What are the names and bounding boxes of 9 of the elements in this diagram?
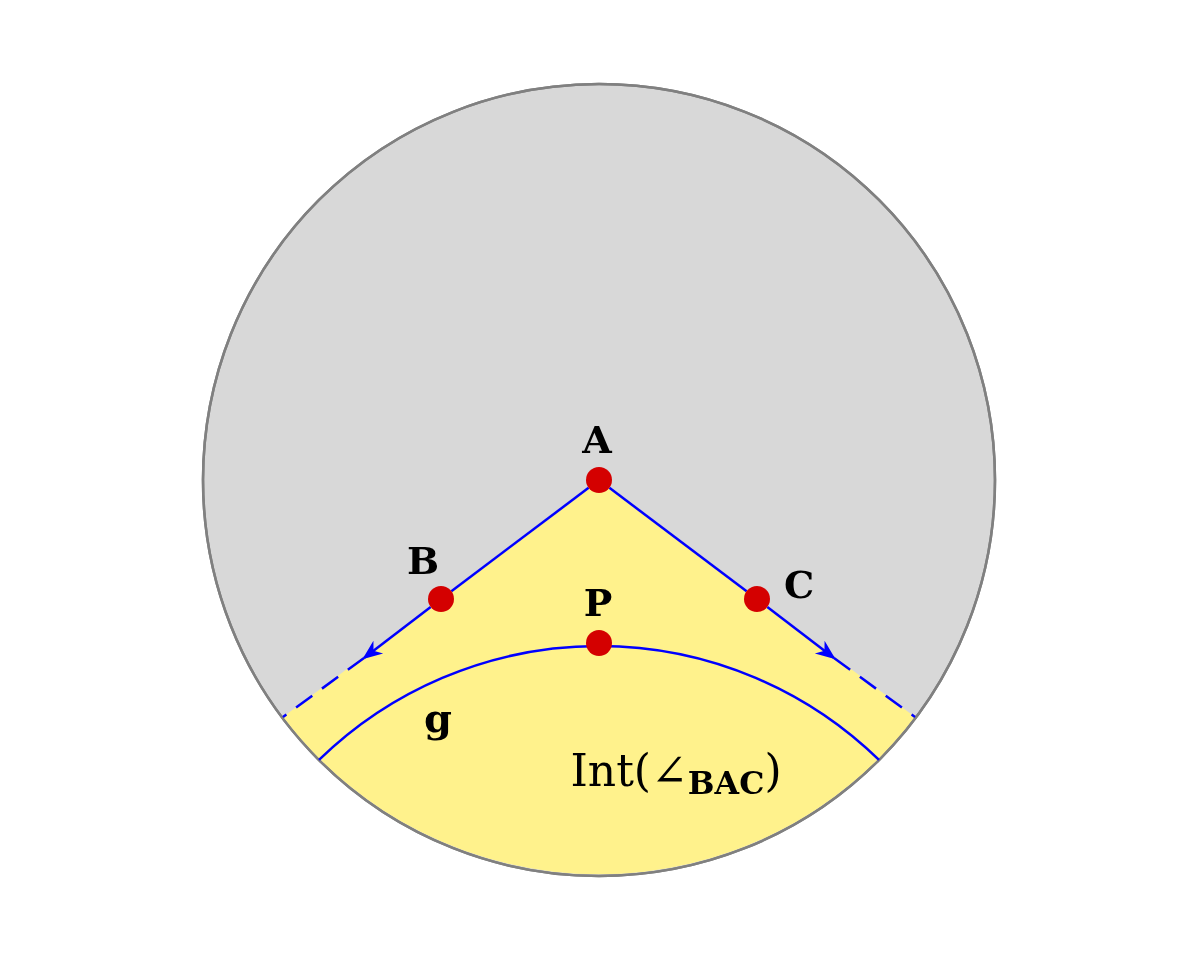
ray-line — [608, 486, 748, 593]
ray-line — [450, 486, 590, 593]
point-label: A — [582, 421, 612, 459]
arrow — [362, 605, 432, 660]
point-label: P — [583, 584, 613, 622]
arrow — [766, 605, 836, 660]
point-label: C — [783, 566, 815, 604]
point-label: B — [406, 542, 440, 580]
region-label: Int(∠$_{BAC}$) — [570, 749, 782, 799]
